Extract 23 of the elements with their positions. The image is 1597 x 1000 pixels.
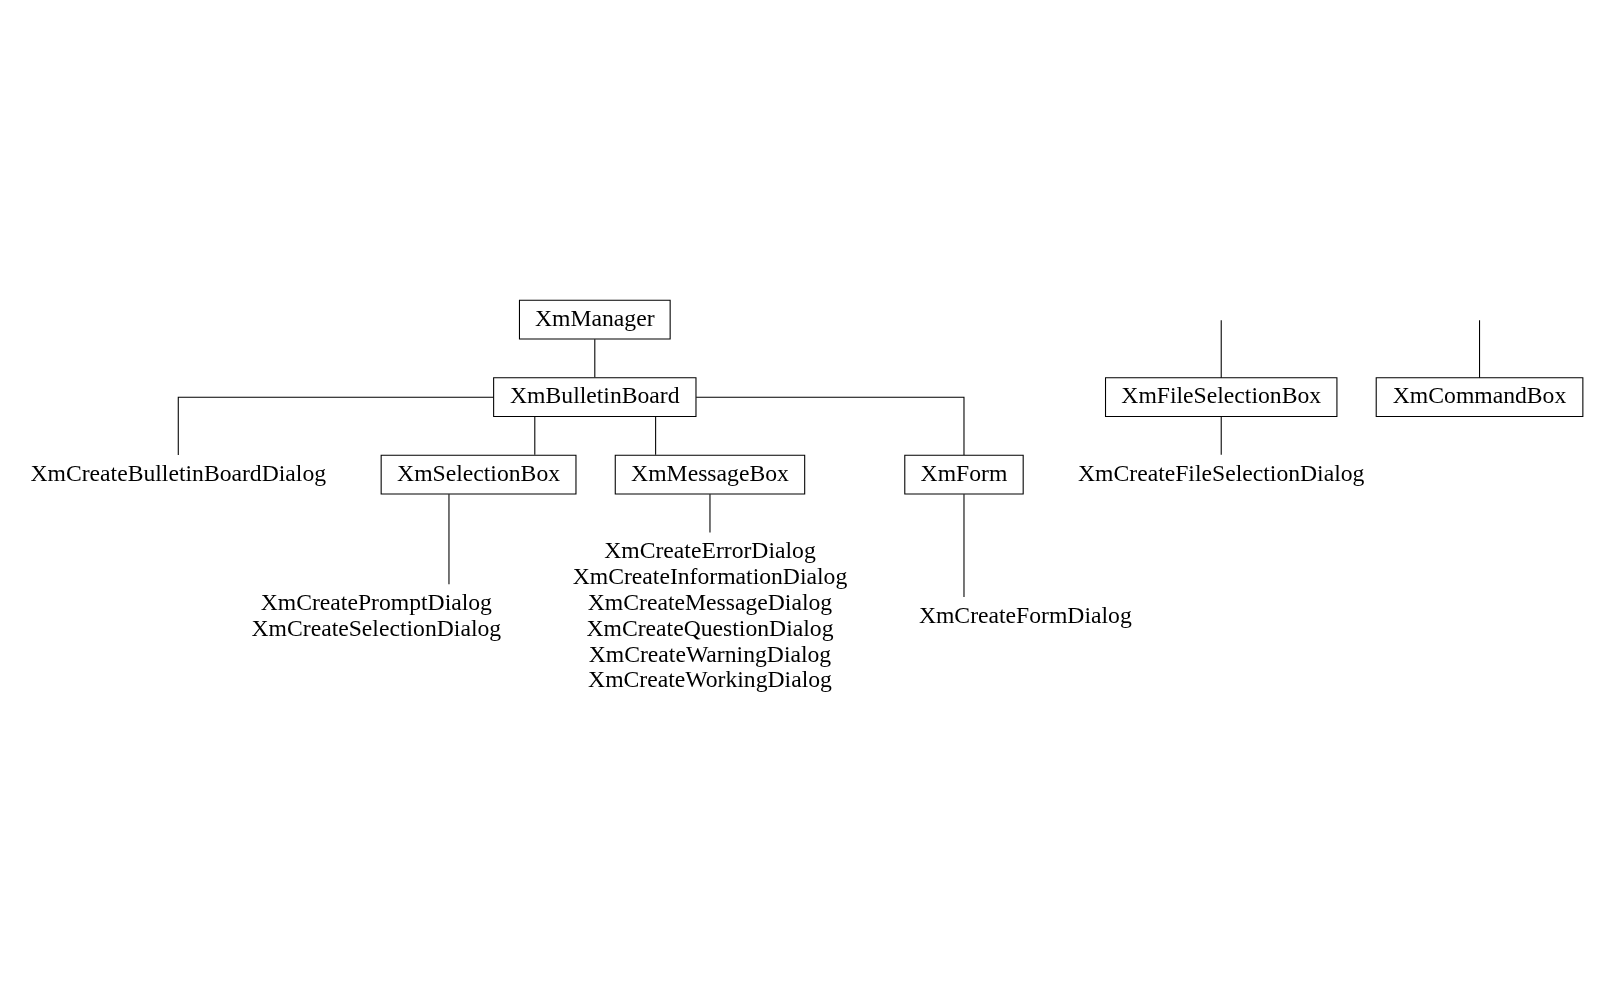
node-box: XmSelectionBox [380, 454, 577, 495]
node-box: XmForm [904, 454, 1024, 495]
connector [534, 415, 536, 455]
node-text: XmCreateErrorDialog XmCreateInformationDialog XmCreateMessageDialog XmCreateQuestionDialog XmCreateWarningDialog XmCreateWorkingDialog [572, 536, 848, 692]
node-box: XmManager [518, 299, 671, 340]
connector [1479, 319, 1481, 378]
connector [695, 396, 965, 456]
node-box: XmFileSelectionBox [1105, 376, 1338, 417]
connector [177, 396, 494, 456]
connector [963, 493, 965, 598]
node-text: XmCreatePromptDialog XmCreateSelectionDialog [251, 588, 502, 641]
connector [709, 493, 711, 533]
node-box: XmCommandBox [1375, 376, 1584, 417]
node-box: XmBulletinBoard [493, 376, 697, 417]
node-text: XmCreateFileSelectionDialog [1078, 459, 1365, 486]
connector [594, 338, 596, 378]
connector [1220, 319, 1222, 378]
connector [655, 415, 657, 455]
connector [1220, 415, 1222, 455]
node-text: XmCreateBulletinBoardDialog [30, 459, 327, 486]
connector [448, 493, 450, 585]
node-box: XmMessageBox [614, 454, 806, 495]
node-text: XmCreateFormDialog [918, 601, 1132, 628]
